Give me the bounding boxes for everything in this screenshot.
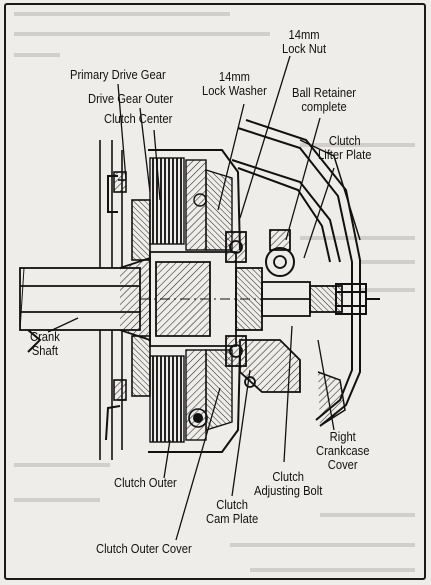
clutch-outer-housing: [148, 149, 241, 453]
crank-shaft: [19, 256, 151, 342]
label-crank-shaft: Crank Shaft: [30, 329, 60, 358]
label-clutch-lifter-plate: Clutch Lifter Plate: [318, 133, 372, 162]
clutch-adjusting-bolt-drawing: [335, 283, 380, 315]
left-clip-details: [27, 175, 121, 441]
label-clutch-center: Clutch Center: [104, 111, 173, 126]
label-drive-gear-outer: Drive Gear Outer: [88, 91, 174, 106]
label-lock-nut: 14mm Lock Nut: [282, 27, 327, 56]
clutch-center: [140, 251, 300, 347]
leader-lines: [47, 55, 335, 541]
label-primary-drive-gear: Primary Drive Gear: [70, 67, 166, 82]
clutch-cam-plate-drawing: [239, 339, 301, 393]
label-clutch-adjusting-bolt: Clutch Adjusting Bolt: [254, 469, 323, 498]
figure-border: [4, 3, 426, 580]
label-clutch-outer: Clutch Outer: [114, 475, 177, 490]
label-lock-washer: 14mm Lock Washer: [202, 69, 267, 98]
label-ball-retainer: Ball Retainer complete: [292, 85, 357, 114]
label-right-crankcase-cover: Right Crankcase Cover: [316, 429, 370, 472]
right-crankcase-cover: [231, 119, 361, 427]
background-text-lines: [14, 12, 415, 572]
label-clutch-outer-cover: Clutch Outer Cover: [96, 541, 192, 556]
label-clutch-cam-plate: Clutch Cam Plate: [206, 497, 259, 526]
